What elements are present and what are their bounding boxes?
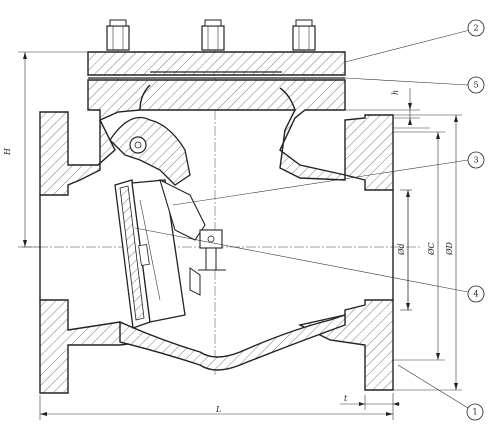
cover-bolts — [106, 19, 316, 80]
valve-cover — [87, 51, 346, 76]
disc — [131, 179, 186, 323]
callout-3: 3 — [172, 151, 485, 206]
dim-label-L: L — [215, 405, 221, 414]
dim-label-t: t — [344, 394, 348, 403]
callout-5: 5 — [344, 76, 485, 94]
dimension-h: h — [345, 88, 430, 129]
callout-label-2: 2 — [473, 24, 478, 33]
left-flange-upper — [39, 111, 116, 196]
dim-label-d: Ød — [397, 243, 406, 256]
dimension-L: L — [39, 393, 394, 420]
body-bottom-wall — [119, 314, 346, 371]
dimension-d: Ød — [397, 190, 410, 310]
dimension-D: ØD — [393, 114, 462, 391]
callout-label-4: 4 — [473, 290, 478, 299]
dimension-t: t — [340, 394, 400, 410]
dimension-C: ØC — [393, 131, 445, 361]
bolt-right — [292, 19, 316, 51]
right-flange-lower — [297, 299, 394, 391]
right-flange-upper — [344, 114, 394, 191]
hinge-arm — [109, 116, 191, 186]
callout-label-5: 5 — [473, 81, 478, 90]
callout-label-1: 1 — [472, 408, 477, 417]
dim-label-C: ØC — [427, 242, 436, 256]
dimension-H: H — [3, 51, 88, 248]
bolt-left — [106, 19, 130, 51]
dim-label-D: ØD — [445, 241, 454, 256]
dim-label-h: h — [391, 90, 400, 95]
bolt-middle — [201, 19, 225, 51]
callout-label-3: 3 — [473, 156, 478, 165]
disc-nut-assembly — [189, 229, 226, 296]
callout-1: 1 — [397, 364, 484, 421]
dim-label-H: H — [3, 147, 12, 156]
callout-4: 4 — [134, 227, 485, 303]
callout-2: 2 — [344, 19, 485, 63]
